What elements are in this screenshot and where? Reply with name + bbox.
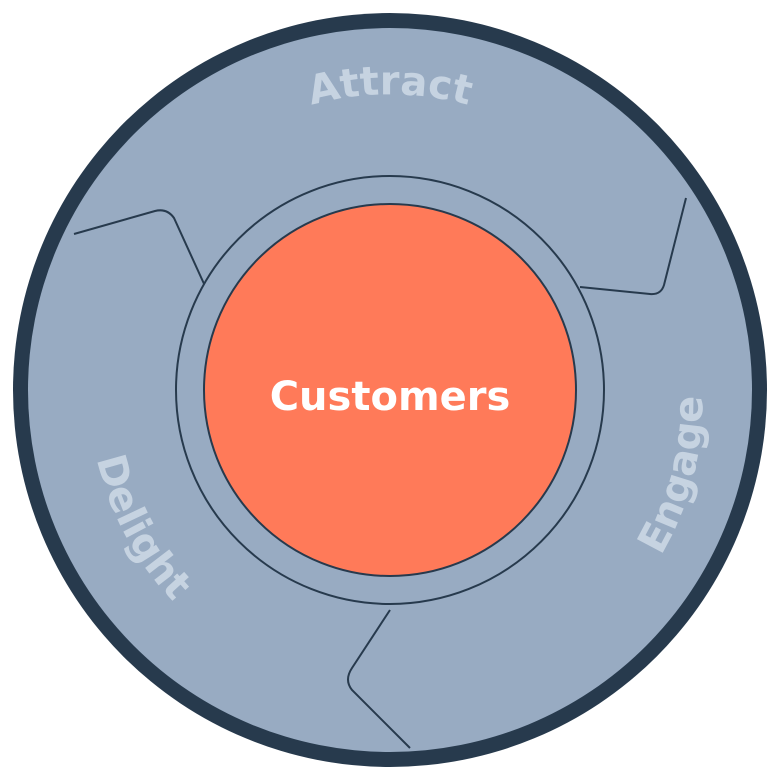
divider-attract-engage <box>579 197 687 296</box>
divider-attract-delight <box>73 209 206 287</box>
center-label: Customers <box>270 374 511 420</box>
divider-engage-delight <box>347 609 411 749</box>
center-circle <box>203 203 577 577</box>
